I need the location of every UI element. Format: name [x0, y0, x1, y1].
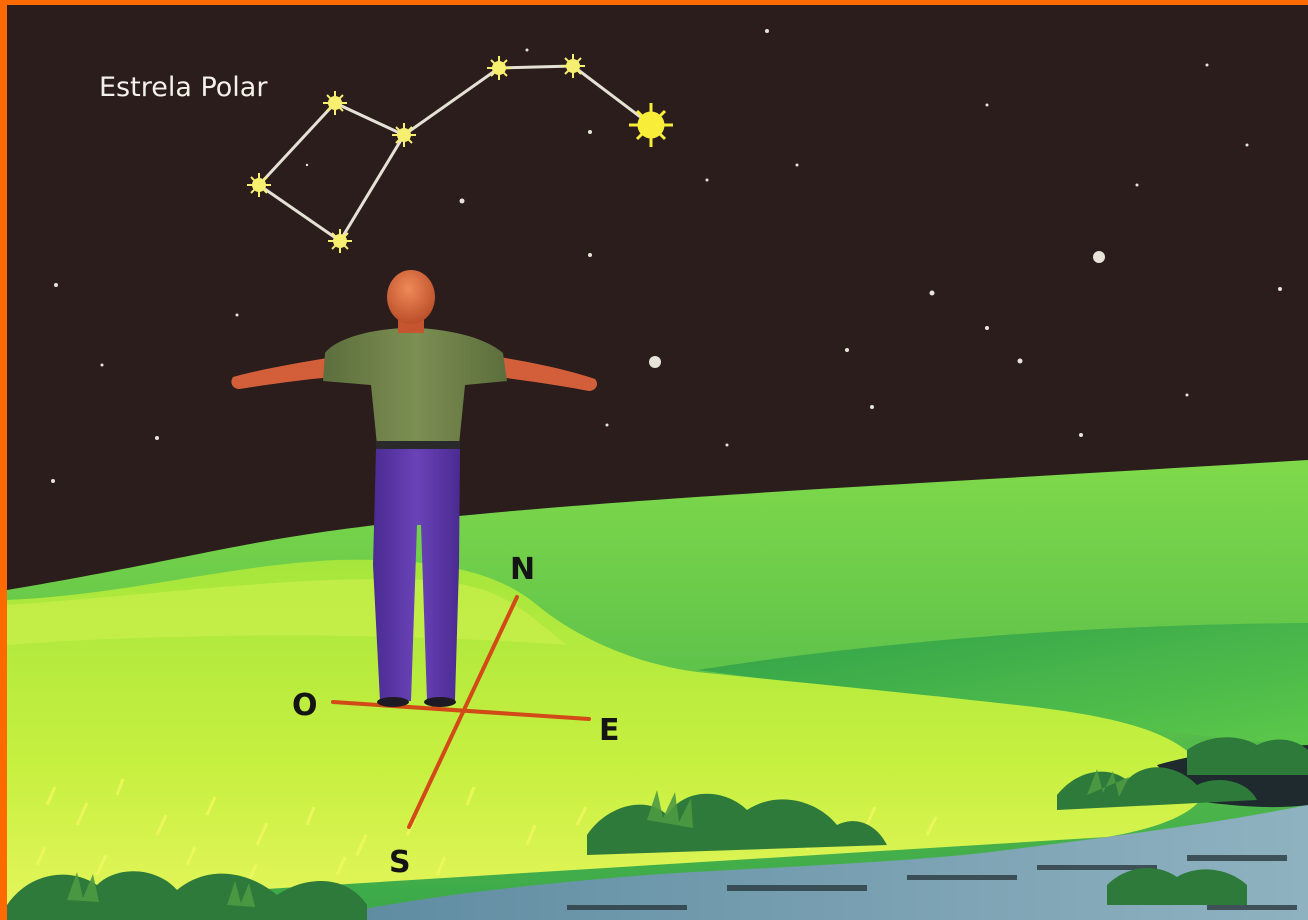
compass-east-label: E	[599, 713, 620, 748]
north-star-label: Estrela Polar	[99, 72, 268, 103]
right-shoe	[424, 697, 456, 707]
compass-west-label: O	[292, 688, 318, 723]
compass-south-label: S	[389, 845, 411, 880]
left-shoe	[377, 697, 409, 707]
belt	[376, 441, 460, 449]
compass-north-label: N	[510, 552, 535, 587]
head	[387, 270, 435, 324]
